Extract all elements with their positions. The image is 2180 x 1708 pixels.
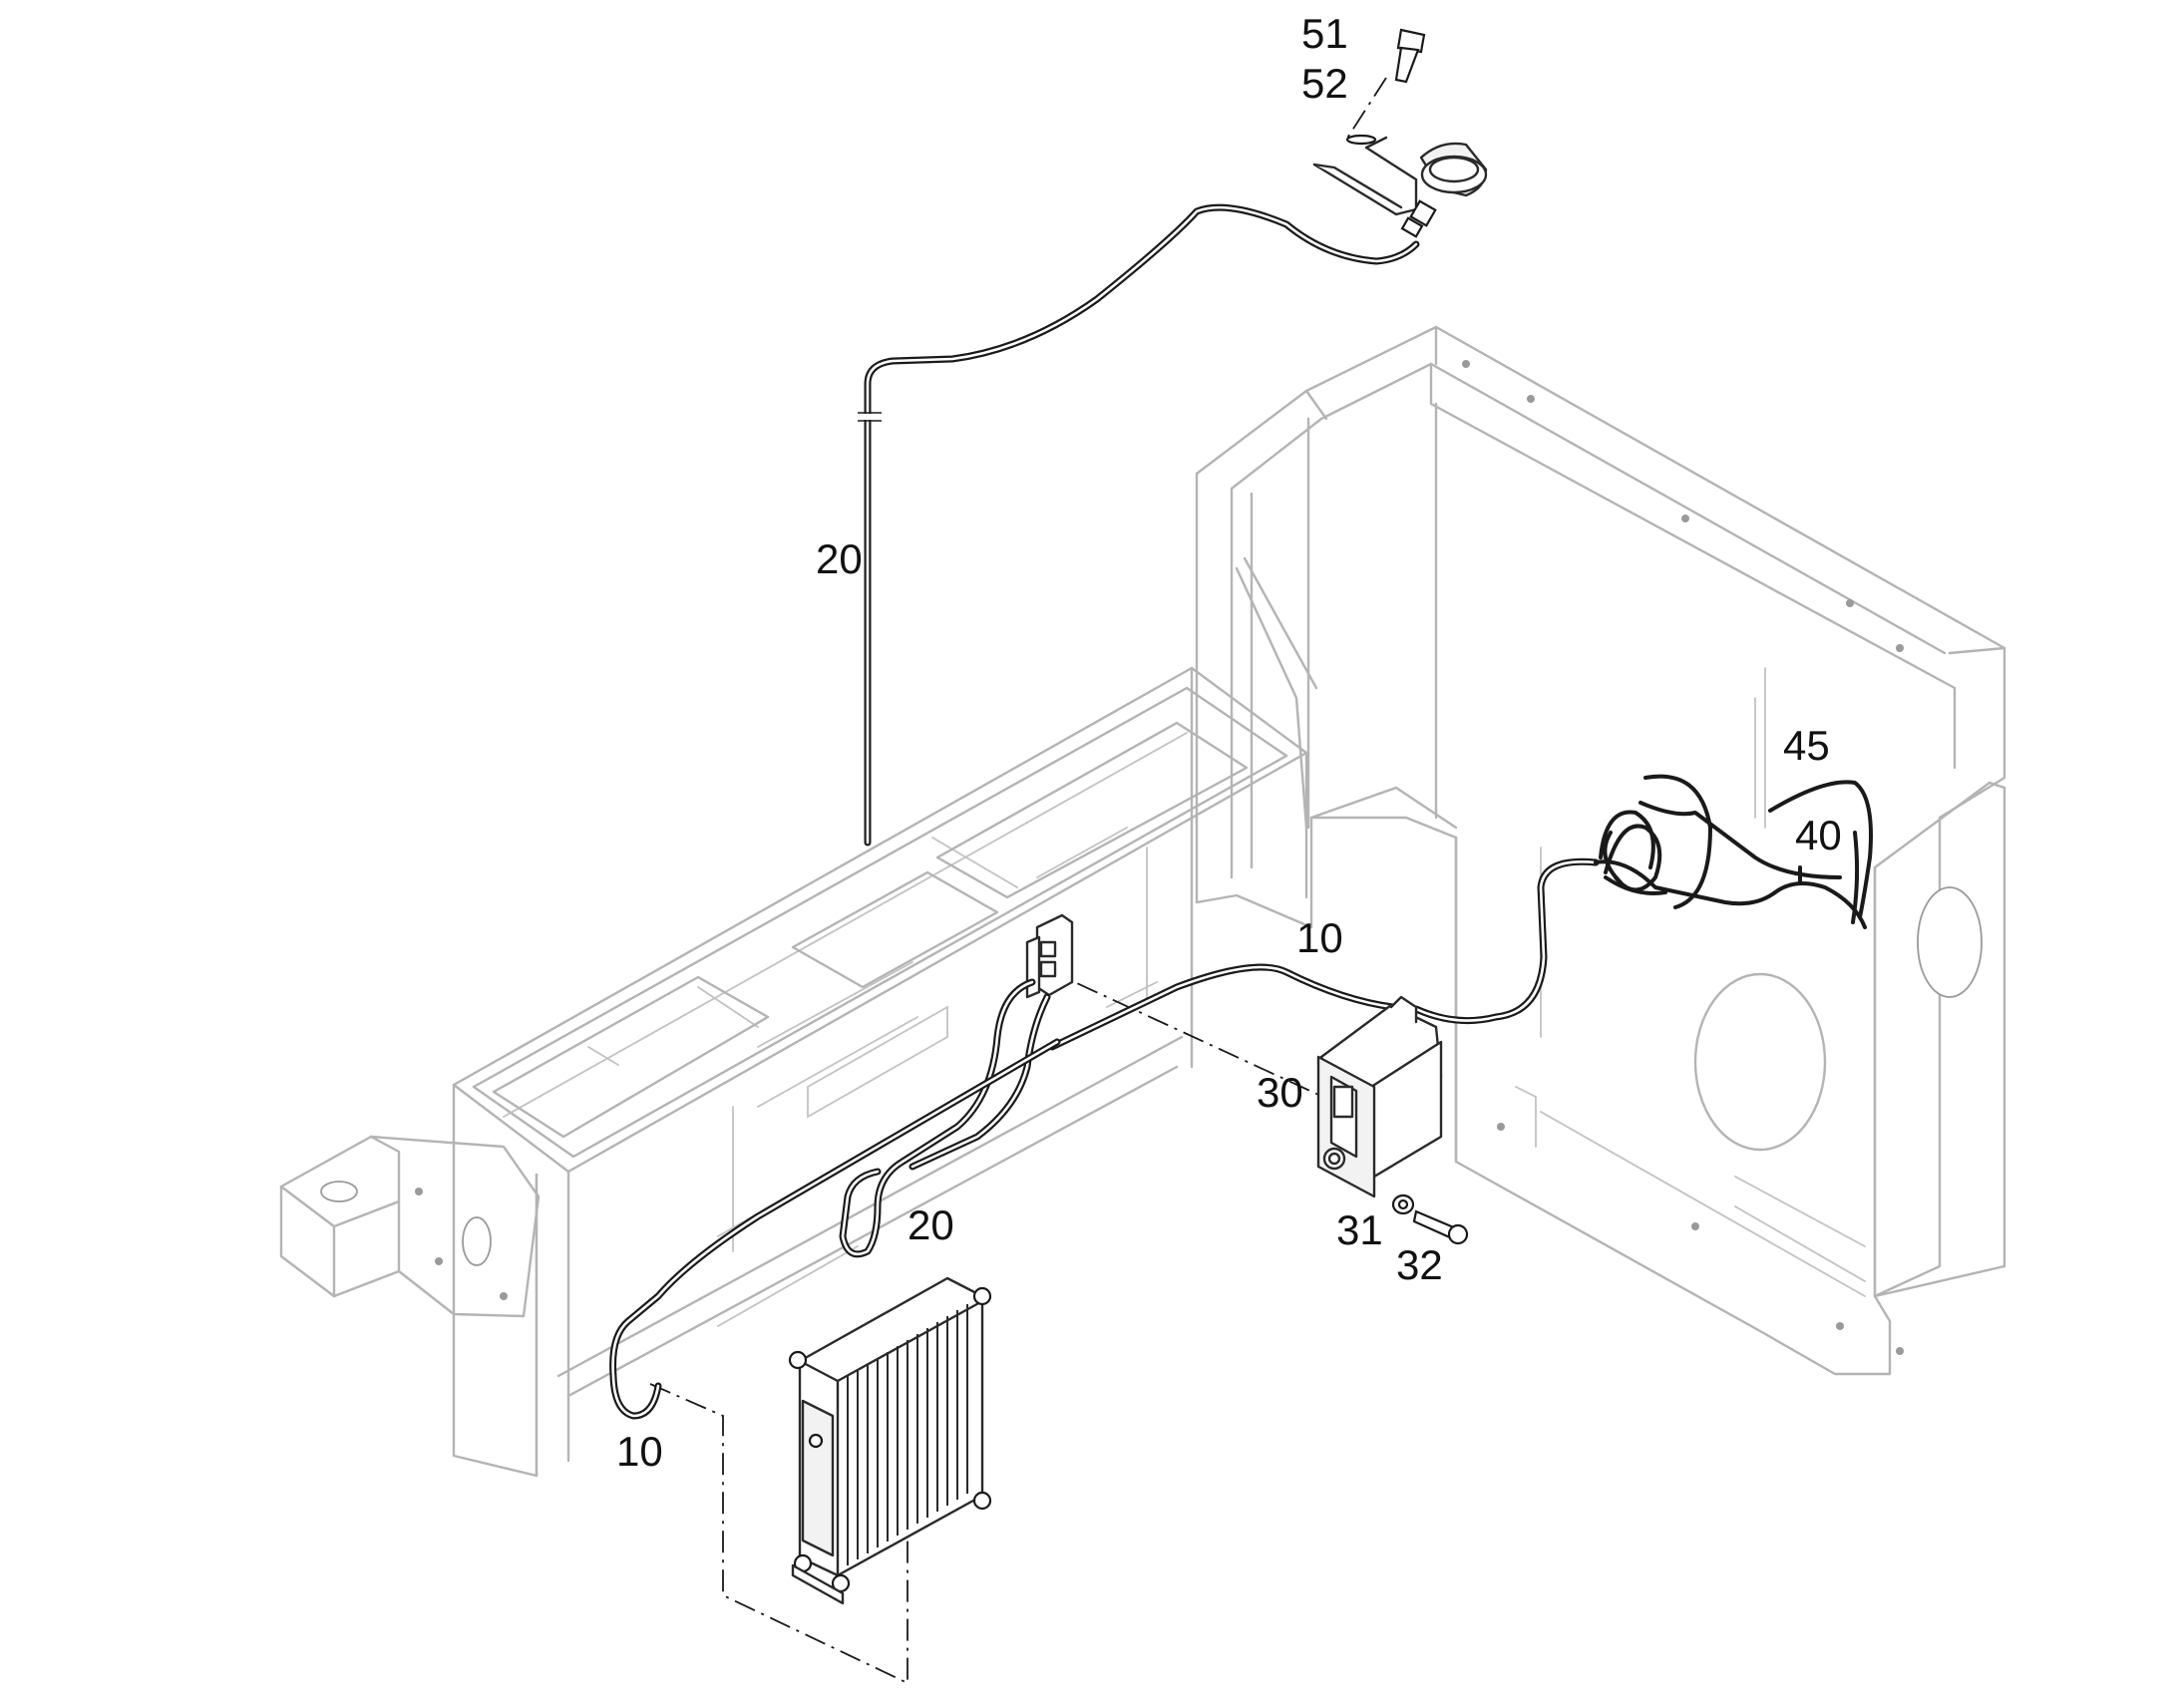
assembly-lines bbox=[649, 77, 1387, 1685]
callout-labels: 51 52 20 45 40 10 30 31 32 20 10 bbox=[616, 10, 1842, 1475]
cable-10-left bbox=[609, 1038, 1061, 1420]
callout-32: 32 bbox=[1396, 1241, 1443, 1288]
callout-10-right: 10 bbox=[1296, 914, 1343, 961]
radiator-unit bbox=[788, 1276, 992, 1605]
cable-20-upper bbox=[858, 203, 1420, 847]
callout-51: 51 bbox=[1301, 10, 1348, 57]
callout-30: 30 bbox=[1257, 1069, 1303, 1116]
cable-10-right bbox=[1048, 857, 1600, 1051]
callout-45: 45 bbox=[1783, 722, 1830, 769]
cable-20-lower bbox=[839, 978, 1051, 1258]
callout-10-left: 10 bbox=[616, 1428, 663, 1475]
callout-40: 40 bbox=[1795, 812, 1842, 858]
mounting-bracket bbox=[279, 1135, 541, 1318]
wiring-harness-coils bbox=[1594, 774, 1873, 929]
callout-52: 52 bbox=[1301, 60, 1348, 107]
callout-31: 31 bbox=[1336, 1206, 1383, 1253]
callout-20-lower: 20 bbox=[908, 1201, 954, 1248]
control-module bbox=[1316, 995, 1469, 1245]
antenna-assembly bbox=[1312, 28, 1488, 238]
callout-20-upper: 20 bbox=[816, 535, 863, 582]
side-panel-frame bbox=[1195, 325, 2006, 1376]
